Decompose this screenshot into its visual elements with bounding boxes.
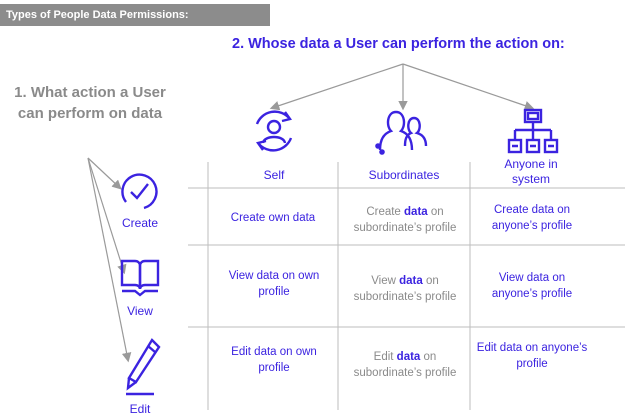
check-circle-icon: [118, 172, 160, 217]
people-group-icon: [374, 106, 432, 161]
column-arrows: [269, 63, 535, 111]
column-label-anyone: Anyone in system: [504, 157, 558, 186]
org-chart-icon: [507, 108, 559, 161]
what-action-heading: 1. What action a User can perform on dat…: [14, 84, 166, 122]
column-label-subordinates: Subordinates: [368, 168, 440, 182]
pencil-icon: [124, 338, 162, 403]
column-label-self: Self: [263, 168, 285, 182]
self-cycle-user-icon: [247, 106, 301, 161]
cell-create-subordinates: Create data on subordinate’s profile: [353, 206, 457, 234]
cell-edit-self: Edit data on own profile: [231, 346, 317, 374]
whose-data-heading: 2. Whose data a User can perform the act…: [232, 36, 565, 52]
section-banner: Types of People Data Permissions:: [0, 4, 270, 26]
row-label-view: View: [127, 304, 153, 318]
cell-view-subordinates: View data on subordinate’s profile: [353, 275, 457, 303]
cell-create-self: Create own data: [230, 212, 316, 224]
cell-view-anyone: View data on anyone’s profile: [491, 272, 573, 300]
cell-view-self: View data on own profile: [228, 270, 320, 298]
open-book-icon: [118, 257, 162, 302]
table-grid: [188, 162, 625, 410]
row-arrows: [87, 157, 132, 363]
row-label-create: Create: [121, 216, 159, 230]
cell-edit-subordinates: Edit data on subordinate’s profile: [353, 351, 457, 379]
row-label-edit: Edit: [129, 402, 151, 416]
cell-create-anyone: Create data on anyone’s profile: [491, 204, 573, 232]
cell-edit-anyone: Edit data on anyone’s profile: [476, 342, 588, 370]
